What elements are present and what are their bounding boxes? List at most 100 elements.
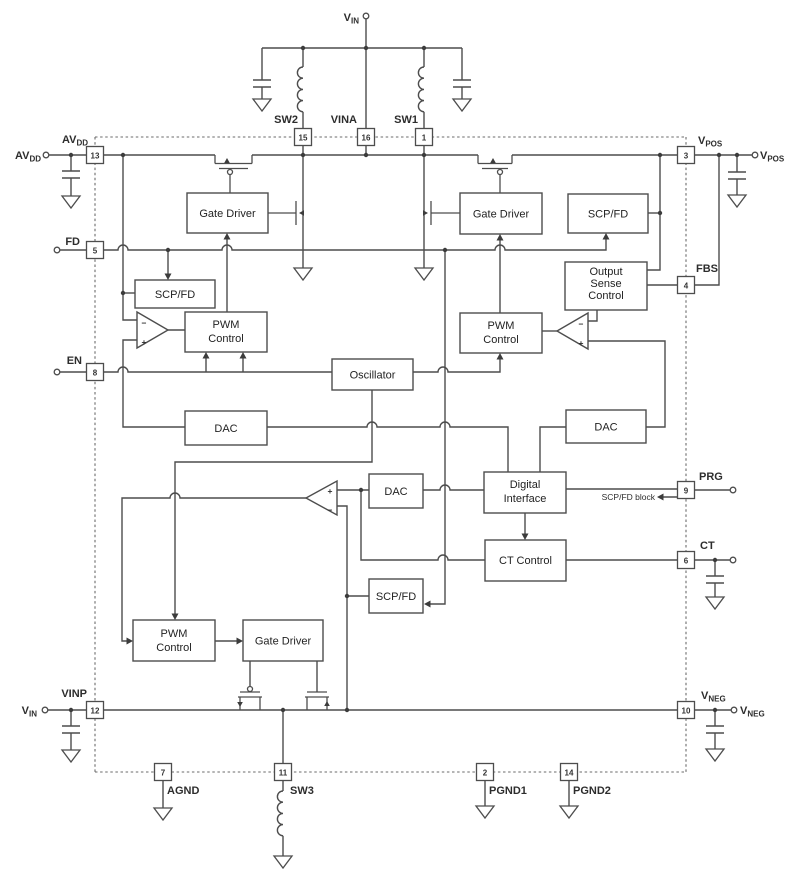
block-gate-driver-left: Gate Driver — [186, 192, 269, 234]
svg-text:4: 4 — [684, 282, 689, 291]
vin-bottom-terminal — [41, 706, 49, 714]
pin-label-en: EN — [67, 355, 82, 367]
pins: 15 16 1 13 5 8 12 3 4 9 6 10 7 11 2 14 — [85, 127, 696, 782]
svg-text:Oscillator: Oscillator — [350, 370, 396, 382]
vin-top-label: VIN — [344, 12, 360, 26]
pin-label-sw3: SW3 — [290, 785, 314, 797]
vin-bottom-label: VIN — [22, 705, 38, 719]
pin-10: 10 — [676, 700, 696, 720]
comparator-left: − + — [136, 310, 170, 350]
terminal-circles — [41, 12, 759, 714]
pin-label-fd: FD — [65, 236, 80, 248]
block-gate-driver-bottom: Gate Driver — [242, 619, 324, 662]
avdd-terminal-label: AVDD — [15, 150, 41, 164]
svg-text:Control: Control — [483, 334, 518, 346]
block-dac-right: DAC — [565, 409, 647, 444]
prg-terminal — [729, 486, 737, 494]
pin-label-pgnd1: PGND1 — [489, 785, 527, 797]
svg-text:2: 2 — [483, 769, 488, 778]
plus-sign: + — [328, 486, 333, 496]
svg-text:Sense: Sense — [590, 278, 621, 290]
pin-label-vneg: VNEG — [701, 690, 726, 704]
pin-13: 13 — [85, 145, 105, 165]
minus-sign: − — [142, 318, 147, 328]
pin-5: 5 — [85, 240, 105, 260]
pin-1: 1 — [414, 127, 434, 147]
pin-12: 12 — [85, 700, 105, 720]
svg-text:Control: Control — [588, 290, 623, 302]
svg-text:PWM: PWM — [488, 320, 515, 332]
vpos-terminal-label: VPOS — [760, 150, 785, 164]
svg-text:Gate Driver: Gate Driver — [199, 208, 256, 220]
terminal-labels: VIN AVDD VIN VPOS VNEG — [15, 12, 785, 719]
comparator-middle: + − — [304, 479, 338, 517]
block-pwm-control-left: PWM Control — [184, 311, 268, 353]
svg-text:SCP/FD: SCP/FD — [155, 289, 195, 301]
plus-sign: + — [579, 338, 584, 348]
pmos-left — [214, 155, 253, 193]
minus-sign: − — [579, 319, 584, 329]
nmos-bottom-left — [237, 685, 262, 710]
svg-text:9: 9 — [684, 487, 689, 496]
svg-text:3: 3 — [684, 152, 689, 161]
svg-text:Control: Control — [156, 642, 191, 654]
block-scp-fd-left: SCP/FD — [134, 279, 216, 309]
nmos-right — [423, 155, 460, 268]
svg-text:7: 7 — [161, 769, 166, 778]
pin-labels: SW2 VINA SW1 AVDD FD EN VINP VPOS FBS PR… — [61, 114, 725, 797]
plus-sign: + — [142, 337, 147, 347]
block-output-sense-control: Output Sense Control — [564, 261, 648, 311]
svg-text:13: 13 — [91, 152, 100, 161]
block-scp-fd-bottom: SCP/FD — [368, 578, 424, 614]
pin-label-prg: PRG — [699, 471, 723, 483]
pin-label-fbs: FBS — [696, 263, 718, 275]
svg-text:Control: Control — [208, 333, 243, 345]
svg-text:Interface: Interface — [504, 493, 547, 505]
pin-14: 14 — [559, 762, 579, 782]
nmos-left — [268, 155, 304, 268]
svg-text:6: 6 — [684, 557, 689, 566]
block-scp-fd-right: SCP/FD — [567, 193, 649, 234]
comparator-right: − + — [555, 311, 589, 351]
pin-9: 9 — [676, 480, 696, 500]
pin-label-pgnd2: PGND2 — [573, 785, 611, 797]
svg-text:10: 10 — [682, 707, 691, 716]
pin-15: 15 — [293, 127, 313, 147]
svg-text:Gate Driver: Gate Driver — [255, 636, 312, 648]
svg-text:CT Control: CT Control — [499, 555, 552, 567]
svg-text:11: 11 — [279, 769, 288, 778]
minus-sign: − — [328, 505, 333, 515]
block-digital-interface: Digital Interface — [483, 471, 567, 514]
scp-fd-block-annotation: SCP/FD block — [602, 492, 656, 502]
pin-label-avdd: AVDD — [62, 134, 88, 148]
svg-text:12: 12 — [91, 707, 100, 716]
pin-label-vinp: VINP — [61, 688, 87, 700]
fd-terminal — [53, 246, 61, 254]
svg-text:16: 16 — [362, 134, 371, 143]
pin-label-ct: CT — [700, 540, 715, 552]
junction-dots — [68, 45, 740, 713]
pin-label-agnd: AGND — [167, 785, 199, 797]
nmos-bottom-right — [305, 691, 330, 710]
svg-text:PWM: PWM — [161, 628, 188, 640]
svg-text:PWM: PWM — [213, 319, 240, 331]
svg-text:15: 15 — [299, 134, 308, 143]
wiring — [47, 18, 753, 856]
pin-label-sw2: SW2 — [274, 114, 298, 126]
svg-text:8: 8 — [93, 369, 98, 378]
pin-3: 3 — [676, 145, 696, 165]
pin-4: 4 — [676, 275, 696, 295]
vin-top-terminal — [362, 12, 370, 20]
ground-symbols — [60, 98, 748, 870]
block-pwm-control-bottom: PWM Control — [132, 619, 216, 662]
arrowheads — [126, 233, 664, 645]
svg-text:14: 14 — [565, 769, 574, 778]
pin-7: 7 — [153, 762, 173, 782]
vneg-terminal — [730, 706, 738, 714]
pin-8: 8 — [85, 362, 105, 382]
pmos-right — [477, 155, 513, 193]
svg-text:Digital: Digital — [510, 479, 541, 491]
block-dac-middle: DAC — [368, 473, 424, 509]
en-terminal — [53, 368, 61, 376]
